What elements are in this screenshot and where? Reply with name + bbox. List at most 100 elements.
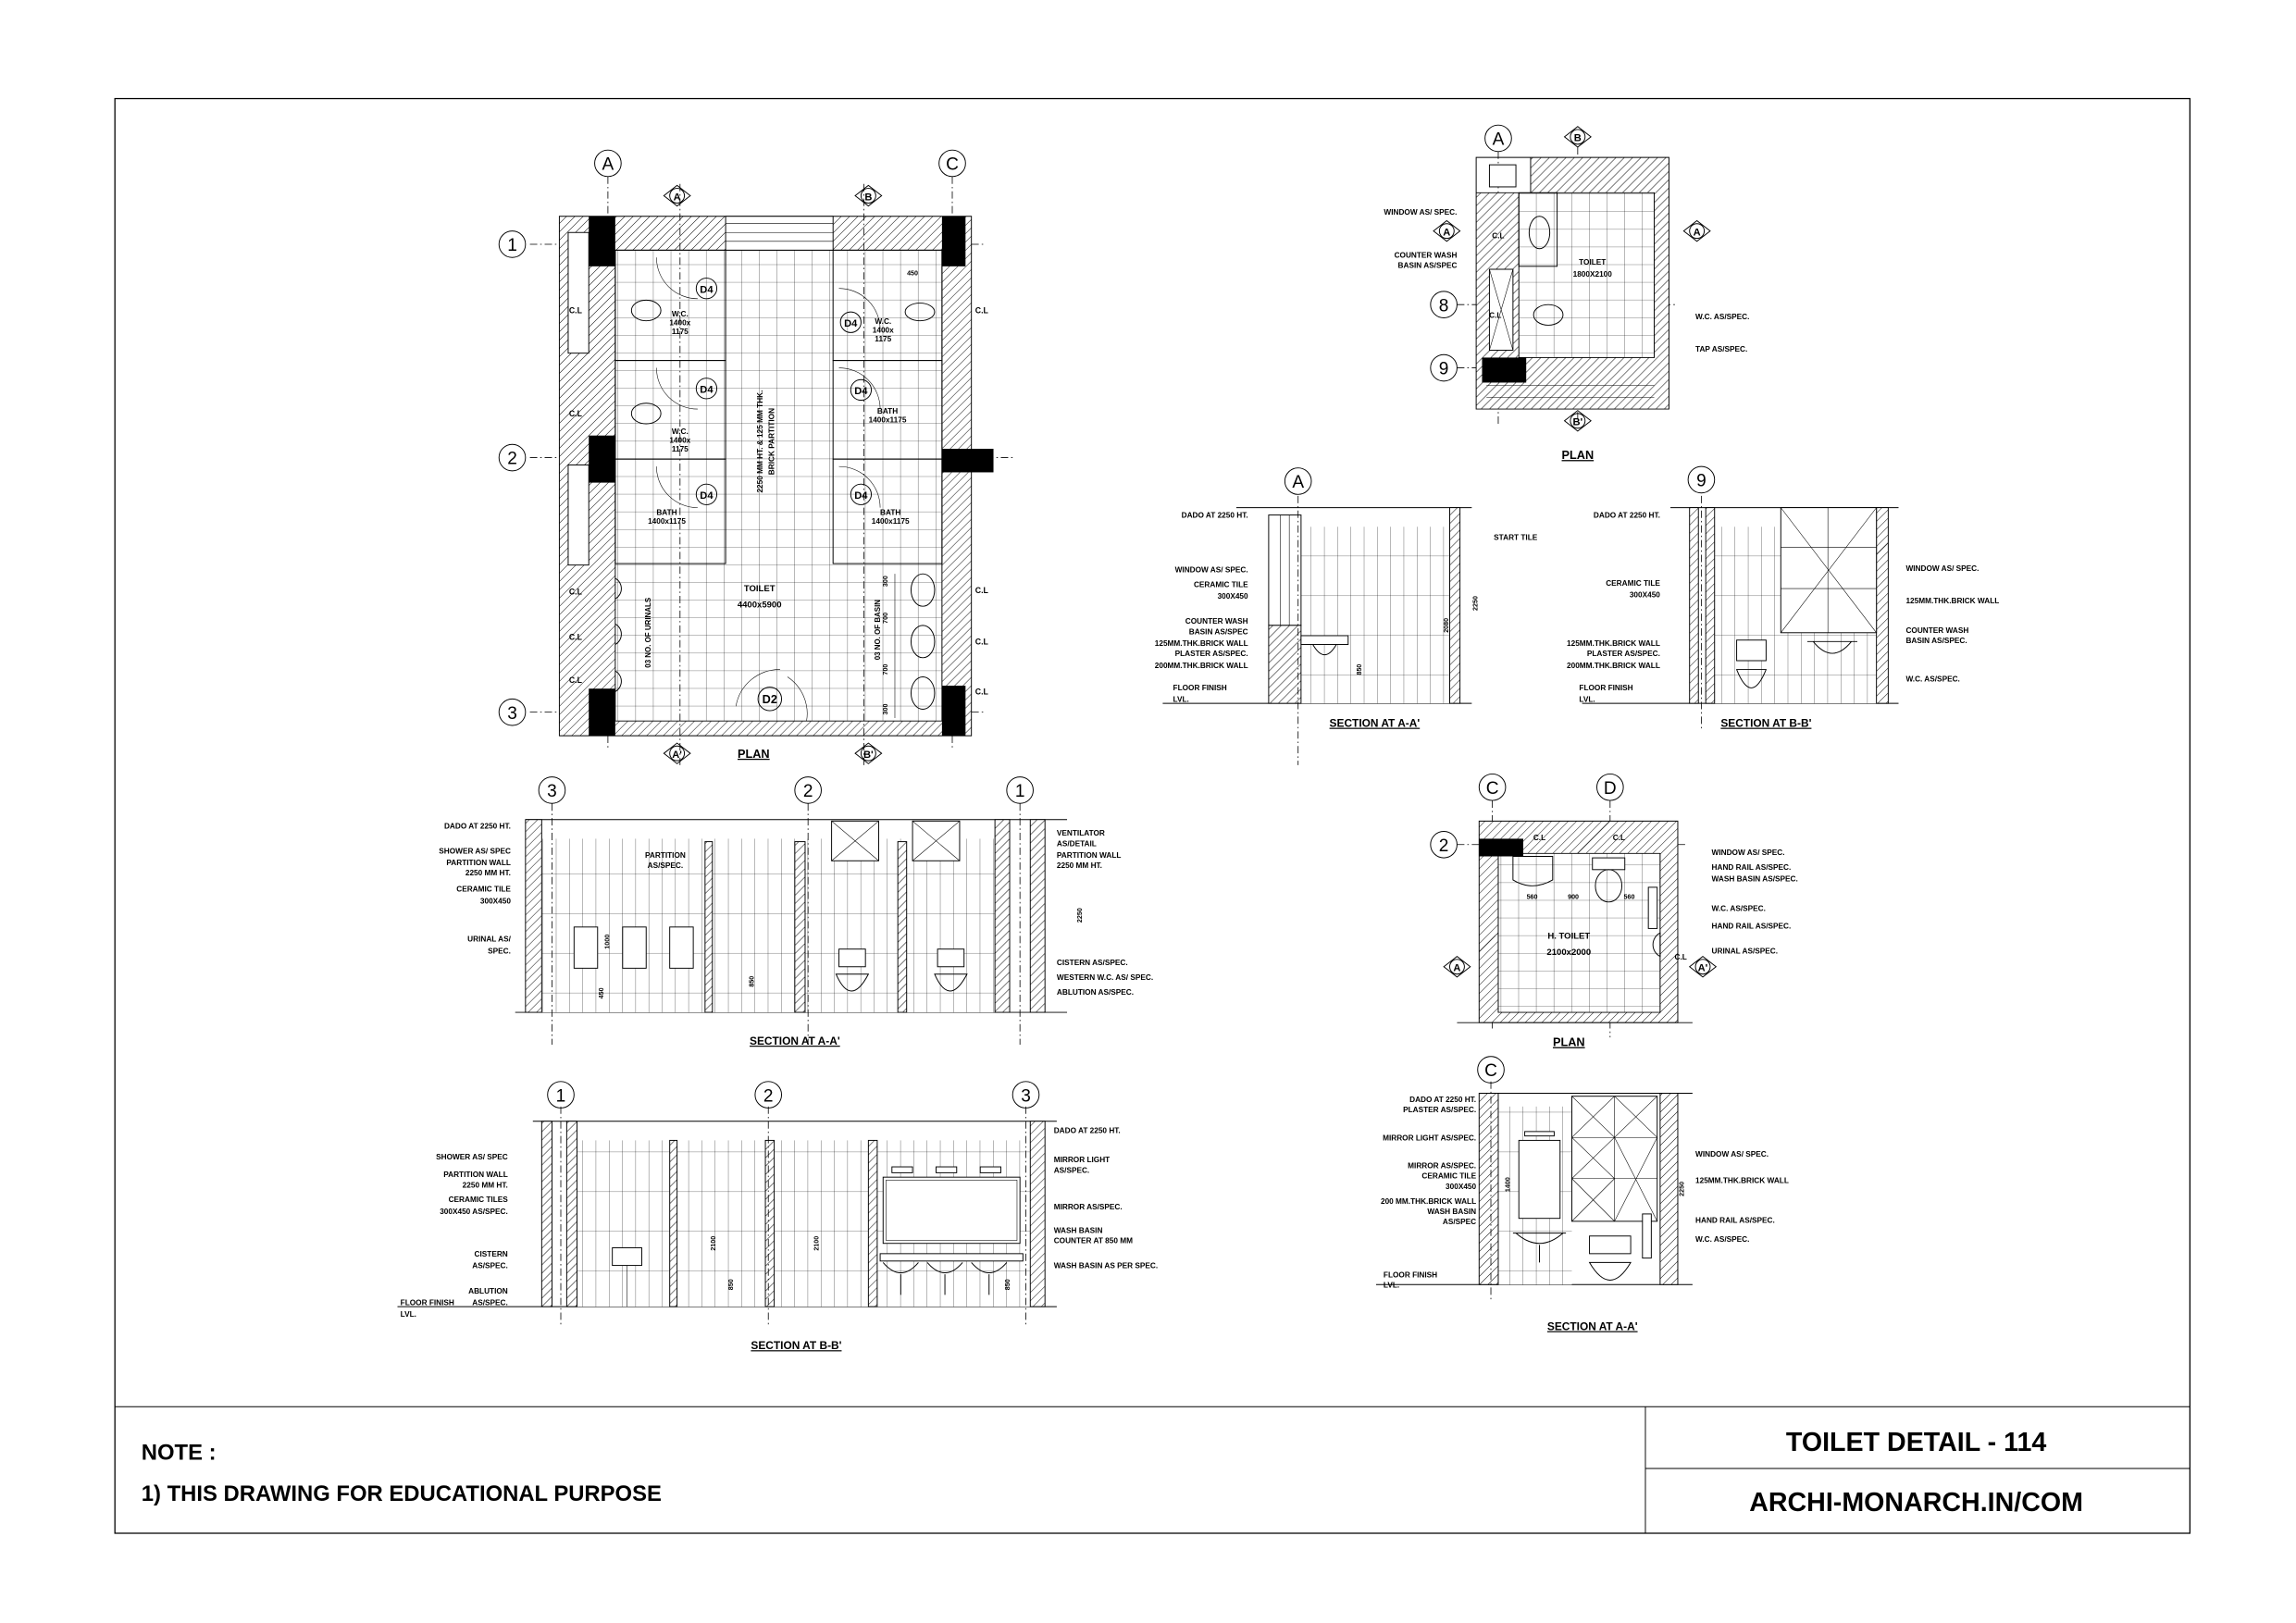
label-small-section-b-window: WINDOW AS/ SPEC. xyxy=(1905,564,1979,573)
small-section-b xyxy=(1582,495,1899,729)
label-small-plan-title: PLAN xyxy=(1562,448,1595,462)
label-section-a-tile-2: 300X450 xyxy=(480,897,511,905)
section-label: A xyxy=(1694,227,1701,238)
grid-bubble-C: C xyxy=(1477,1056,1505,1084)
basin-fixtures xyxy=(894,573,936,719)
label-main-plan-wc-size-1: 1400x xyxy=(669,437,690,445)
label-main-plan-door-d4: D4 xyxy=(854,386,868,397)
label-main-plan-wc: W.C. xyxy=(672,427,689,436)
label-h-plan-title: PLAN xyxy=(1553,1035,1585,1049)
label-main-plan-door-d4: D4 xyxy=(700,284,714,295)
label-main-plan-wc-size-1: 1400x xyxy=(873,326,894,334)
label-main-plan-bath-size: 1400x1175 xyxy=(872,517,910,526)
grid-label: 2 xyxy=(763,1086,774,1106)
label-section-b-tile-2: 300X450 AS/SPEC. xyxy=(440,1208,508,1216)
label-small-plan-tap: TAP AS/SPEC. xyxy=(1695,345,1747,353)
label-main-plan-partition-2: BRICK PARTITION xyxy=(768,408,776,475)
small-section-a xyxy=(1162,495,1472,765)
label-section-b-dim-2100: 2100 xyxy=(710,1236,717,1251)
label-main-plan-basin-note: 03 NO. OF BASIN xyxy=(874,600,882,661)
grid-bubble-1: 1 xyxy=(498,230,527,258)
grid-label: A xyxy=(1292,473,1304,492)
grid-label: C xyxy=(946,155,959,175)
label-section-a-urinal-2: SPEC. xyxy=(488,947,511,955)
label-h-section-mirror-light: MIRROR LIGHT AS/SPEC. xyxy=(1383,1134,1476,1142)
label-main-plan-bath-size: 1400x1175 xyxy=(648,517,686,526)
grid-bubble-2: 2 xyxy=(754,1081,783,1109)
label-small-section-b-lvl: LVL. xyxy=(1579,696,1595,704)
label-small-section-a-counter-1: COUNTER WASH xyxy=(1185,617,1248,626)
label-h-section-title: SECTION AT A-A' xyxy=(1547,1320,1638,1333)
label-h-plan-basin: WASH BASIN AS/SPEC. xyxy=(1712,875,1798,884)
label-small-section-a-start-tile: START TILE xyxy=(1494,534,1538,542)
label-h-plan-dim-560: 560 xyxy=(1527,894,1538,901)
label-section-b-dim-850: 850 xyxy=(1004,1279,1011,1290)
label-small-section-b-wc: W.C. AS/SPEC. xyxy=(1905,675,1959,683)
label-h-section-lvl: LVL. xyxy=(1384,1281,1399,1289)
label-small-section-a-lvl: LVL. xyxy=(1173,696,1189,704)
grid-bubble-C: C xyxy=(938,149,966,178)
label-section-a-vent-2: AS/DETAIL xyxy=(1057,839,1097,848)
label-section-b-basin: WASH BASIN AS PER SPEC. xyxy=(1054,1262,1158,1270)
label-section-b-title: SECTION AT B-B' xyxy=(751,1339,841,1352)
label-main-plan-cl: C.L xyxy=(569,675,583,685)
label-h-section-wc: W.C. AS/SPEC. xyxy=(1695,1235,1749,1244)
label-h-section-wall-200: 200 MM.THK.BRICK WALL xyxy=(1381,1197,1476,1206)
label-small-plan-cl: C.L xyxy=(1489,311,1501,319)
label-section-a-shower: SHOWER AS/ SPEC xyxy=(439,847,511,855)
wc-fixtures xyxy=(630,299,936,425)
label-section-b-dim-2100: 2100 xyxy=(813,1236,820,1251)
label-small-section-a-plaster: PLASTER AS/SPEC. xyxy=(1175,650,1248,658)
label-h-section-dim-2250: 2250 xyxy=(1678,1182,1685,1196)
label-main-plan-wc-size-1: 1400x xyxy=(669,318,690,327)
window-frame xyxy=(1780,507,1878,634)
label-small-section-b-wall-200: 200MM.THK.BRICK WALL xyxy=(1567,662,1660,670)
label-section-a-vent-1: VENTILATOR xyxy=(1057,829,1105,837)
section-label: B xyxy=(1574,133,1582,144)
label-h-plan-wc: W.C. AS/SPEC. xyxy=(1712,904,1766,912)
label-small-section-a-dim-2250: 2250 xyxy=(1472,596,1480,611)
grid-label: 8 xyxy=(1439,296,1449,316)
label-small-section-a-wall-200: 200MM.THK.BRICK WALL xyxy=(1155,662,1248,670)
label-small-section-b-wall-125-r: 125MM.THK.BRICK WALL xyxy=(1905,597,1999,605)
grid-bubble-8: 8 xyxy=(1430,291,1458,318)
label-h-plan-cl: C.L xyxy=(1613,834,1625,842)
label-main-plan-cl: C.L xyxy=(569,633,583,642)
label-h-section-basin-2: AS/SPEC xyxy=(1443,1218,1476,1226)
label-h-plan-cl: C.L xyxy=(1675,953,1687,961)
label-h-plan-rail-2: HAND RAIL AS/SPEC. xyxy=(1712,922,1792,930)
grid-bubble-9: 9 xyxy=(1687,465,1716,494)
grid-label: 9 xyxy=(1439,360,1449,379)
grid-bubble-A: A xyxy=(1484,124,1512,153)
label-section-b-lvl: LVL. xyxy=(401,1310,416,1319)
label-main-plan-cl: C.L xyxy=(975,306,989,316)
section-a-large xyxy=(515,803,1068,1046)
label-main-plan-dim-700: 700 xyxy=(882,613,889,624)
label-small-plan-window: WINDOW AS/ SPEC. xyxy=(1384,208,1457,217)
grid-bubble-A: A xyxy=(1284,467,1312,495)
label-section-a-partition-as-1: PARTITION xyxy=(645,851,686,860)
label-section-a-title: SECTION AT A-A' xyxy=(750,1035,840,1047)
label-small-section-a-window: WINDOW AS/ SPEC. xyxy=(1175,566,1248,575)
label-h-section-wall-125: 125MM.THK.BRICK WALL xyxy=(1695,1177,1789,1185)
label-section-b-dado: DADO AT 2250 HT. xyxy=(1054,1126,1121,1134)
label-small-section-b-counter-1: COUNTER WASH xyxy=(1905,626,1968,635)
label-main-plan-dim-450: 450 xyxy=(907,269,918,277)
section-label: A xyxy=(674,192,681,203)
section-marker-B-prime: B' xyxy=(854,742,883,764)
label-sheet-note-1: 1) THIS DRAWING FOR EDUCATIONAL PURPOSE xyxy=(142,1481,662,1506)
label-main-plan-title: PLAN xyxy=(738,747,770,761)
grid-label: A xyxy=(1493,130,1505,150)
label-small-plan-wc: W.C. AS/SPEC. xyxy=(1695,313,1749,321)
grid-bubble-C: C xyxy=(1478,773,1507,801)
section-label: A xyxy=(1453,963,1460,974)
label-sheet-note-heading: NOTE : xyxy=(142,1440,217,1465)
label-small-section-a-tile-1: CERAMIC TILE xyxy=(1194,580,1248,588)
label-h-section-window: WINDOW AS/ SPEC. xyxy=(1695,1150,1769,1158)
small-toilet-plan xyxy=(1457,147,1678,427)
h-toilet-section xyxy=(1375,1081,1693,1303)
label-section-b-mirror-light-2: AS/SPEC. xyxy=(1054,1166,1090,1174)
label-main-plan-cl: C.L xyxy=(975,688,989,697)
label-section-b-tile-1: CERAMIC TILES xyxy=(449,1196,509,1204)
